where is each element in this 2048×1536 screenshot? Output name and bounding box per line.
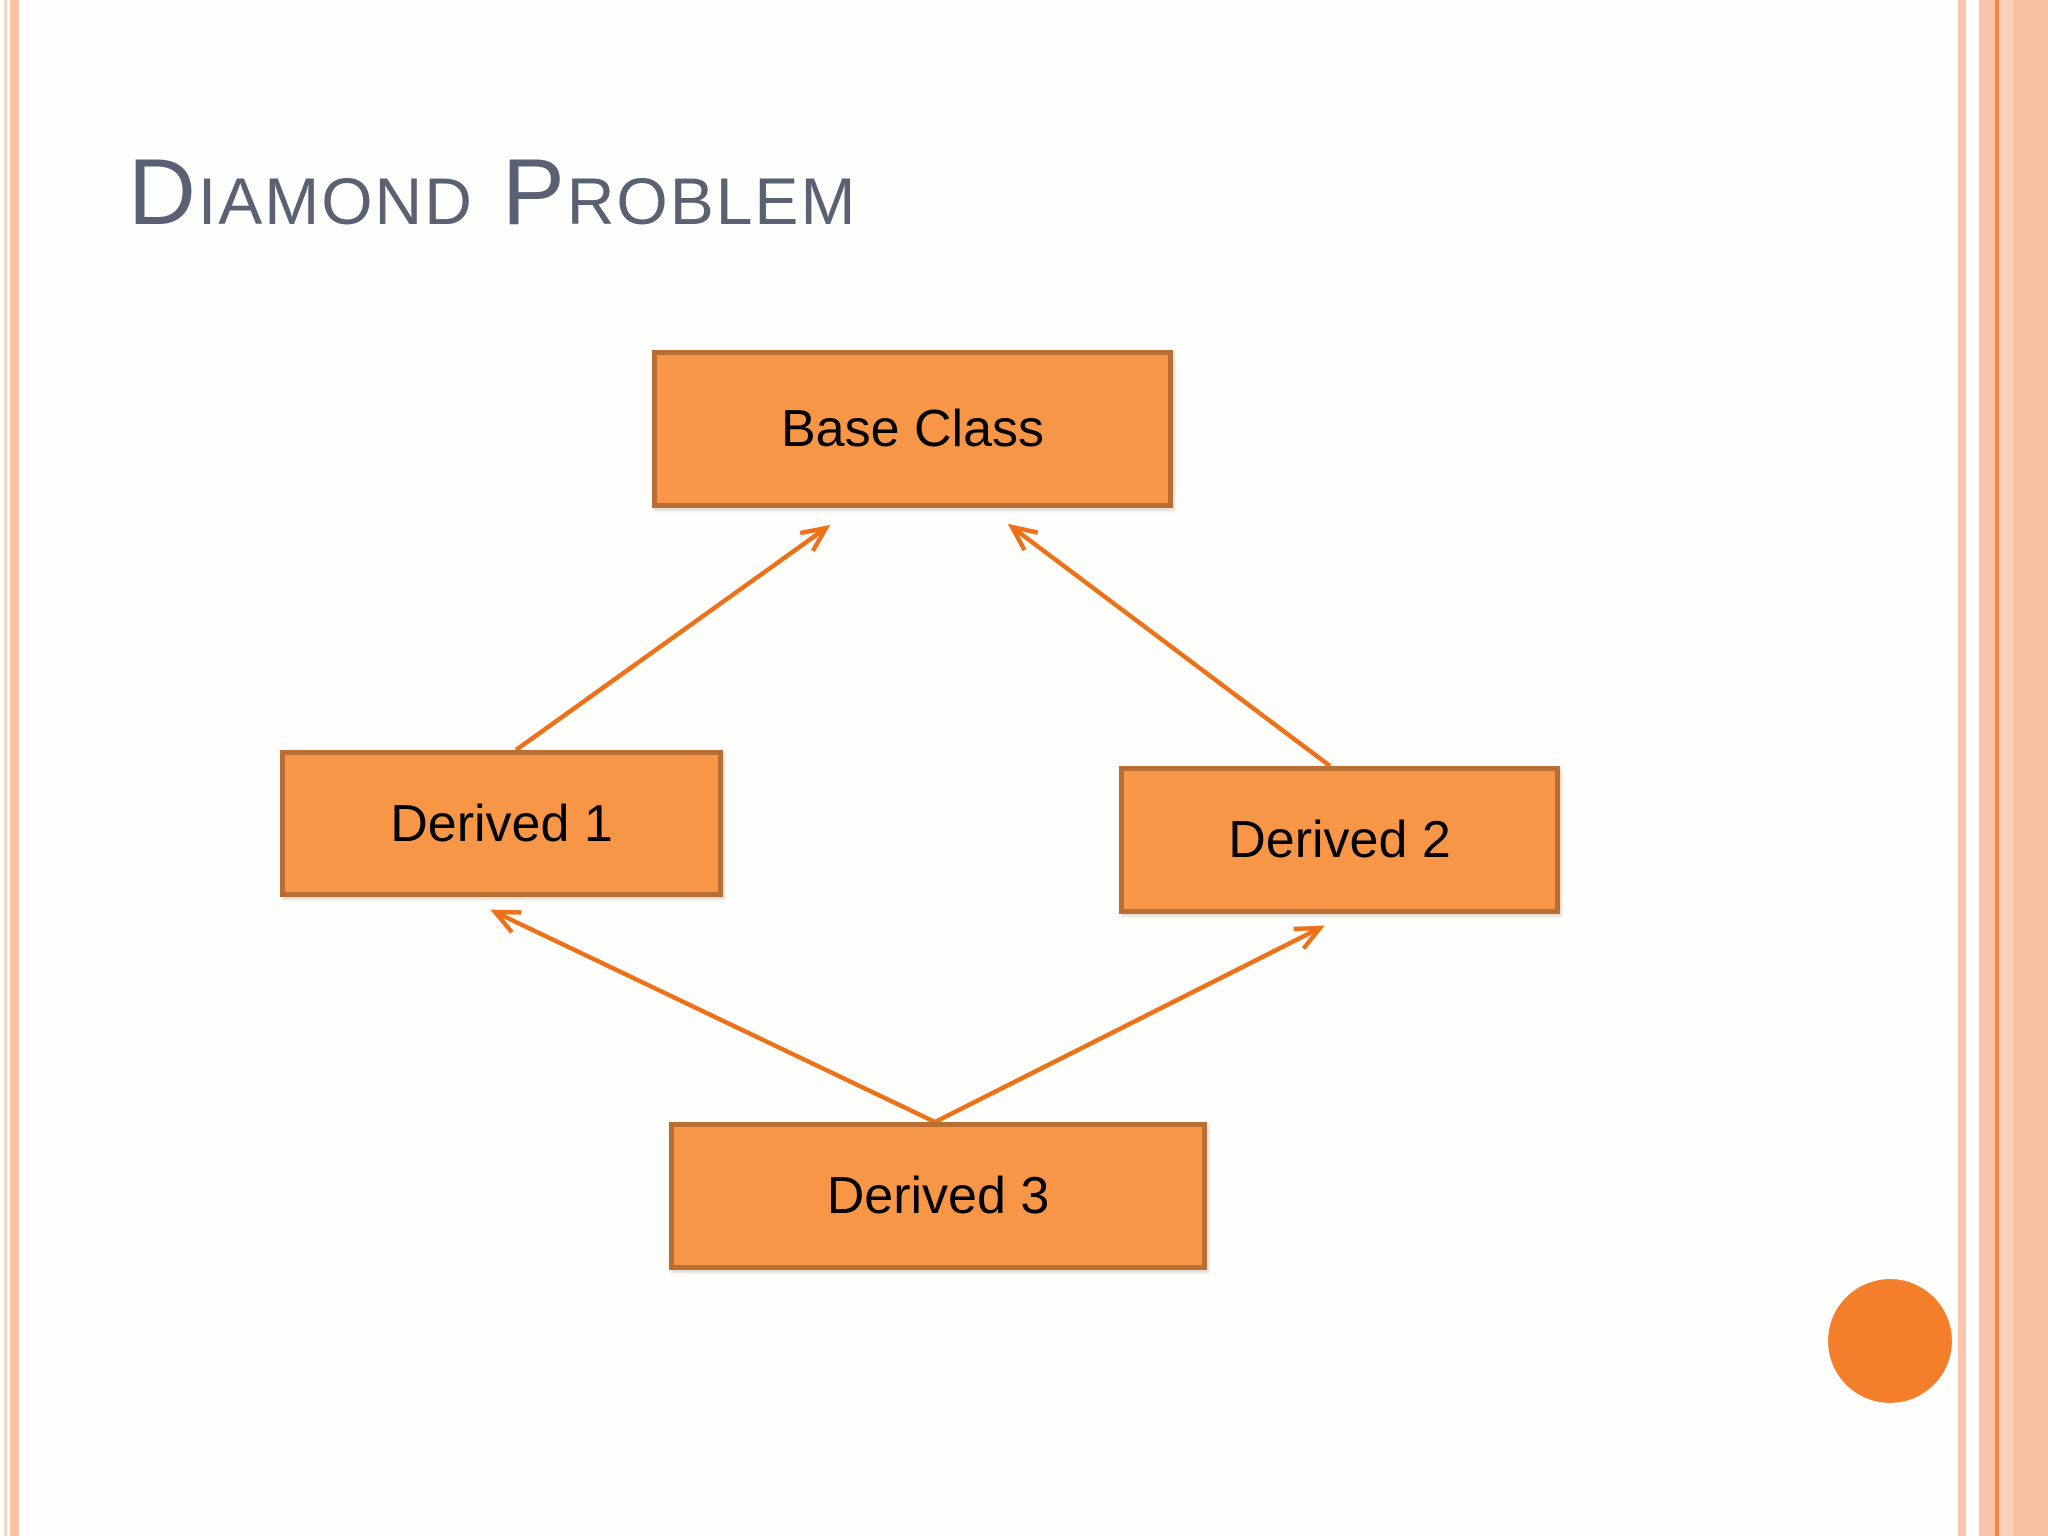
- node-base-class-label: Base Class: [781, 400, 1044, 458]
- decorative-circle: [1828, 1279, 1952, 1403]
- node-derived-3-label: Derived 3: [826, 1167, 1050, 1225]
- right-border-stripe-outer: [2013, 0, 2048, 1536]
- right-border-orange-line: [1995, 0, 1999, 1536]
- arrow-derived3-to-derived2: [933, 928, 1320, 1125]
- slide-title: Diamond Problem: [128, 139, 858, 244]
- node-base-class: Base Class: [652, 350, 1173, 508]
- node-derived-2: Derived 2: [1119, 766, 1560, 914]
- right-border-stripe-middle: [1999, 0, 2013, 1536]
- right-border-stripe-inner: [1979, 0, 1995, 1536]
- arrow-derived1-to-base: [514, 528, 826, 752]
- left-border-stripe-thin: [4, 0, 7, 1536]
- node-derived-1-label: Derived 1: [390, 794, 613, 853]
- arrow-derived2-to-base: [1012, 527, 1332, 768]
- node-derived-2-label: Derived 2: [1228, 811, 1451, 869]
- node-derived-1: Derived 1: [280, 750, 723, 897]
- left-border-stripe-thick: [10, 0, 19, 1536]
- right-border-stripe-thin: [1958, 0, 1966, 1536]
- arrow-derived3-to-derived1: [495, 912, 936, 1125]
- node-derived-3: Derived 3: [669, 1122, 1207, 1270]
